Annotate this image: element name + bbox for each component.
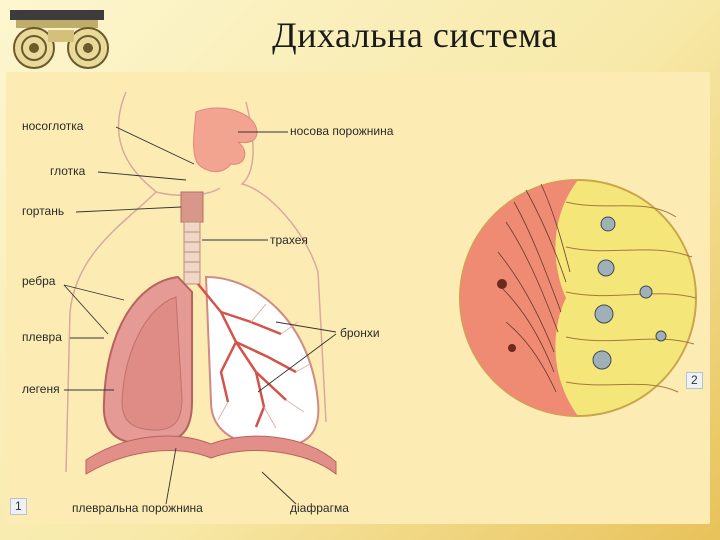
ciliated-epithelium-section — [459, 179, 697, 417]
label-nasopharynx: носоглотка — [22, 119, 84, 133]
leader-lines — [63, 126, 337, 505]
slide-title: Дихальна система — [272, 15, 558, 55]
label-pleural-cavity: плевральна порожнина — [72, 501, 203, 515]
label-nasal-cavity: носова порожнина — [290, 124, 394, 138]
label-lungs: легеня — [22, 382, 60, 396]
label-pharynx: глотка — [50, 164, 86, 178]
label-diaphragm: діафрагма — [290, 501, 349, 515]
larynx — [180, 191, 204, 223]
figure-number-2: 2 — [686, 372, 703, 389]
figure-number-1: 1 — [10, 498, 27, 515]
diaphragm — [85, 435, 337, 476]
label-ribs: ребра — [22, 274, 56, 288]
nasal-cavity — [193, 107, 258, 172]
label-bronchi: бронхи — [340, 326, 380, 340]
label-larynx: гортань — [22, 204, 65, 218]
respiratory-system-figure: носоглотка носова порожнина глотка горта… — [6, 72, 710, 524]
column-capital-logo — [10, 10, 109, 69]
right-lung — [204, 275, 320, 449]
label-pleura: плевра — [22, 330, 62, 344]
trachea — [183, 221, 201, 285]
left-lung-inner — [121, 296, 183, 431]
label-trachea: трахея — [270, 233, 308, 247]
